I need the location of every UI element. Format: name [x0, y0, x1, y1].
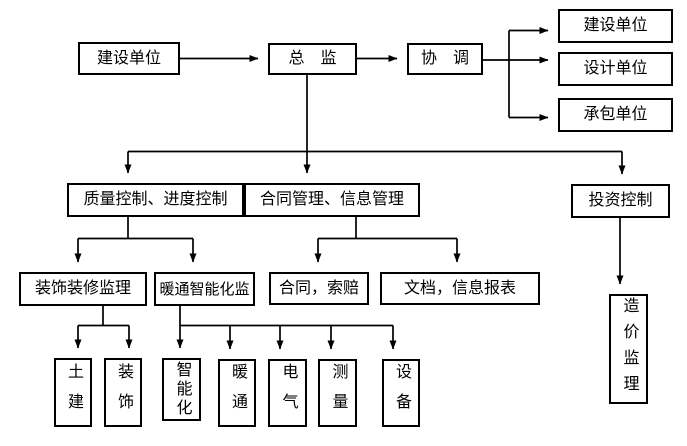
node-equipment: 设备 — [382, 359, 420, 427]
node-cost-supervision: 造价监理 — [609, 294, 648, 404]
node-chief-supervisor: 总 监 — [268, 43, 357, 75]
node-intelligent-systems: 智能化 — [162, 358, 201, 421]
node-civil-works: 土建 — [54, 358, 92, 427]
node-electrical: 电气 — [268, 359, 307, 427]
node-design-unit: 设计单位 — [558, 52, 673, 86]
node-investment-control: 投资控制 — [571, 184, 670, 218]
node-contract-info-mgmt: 合同管理、信息管理 — [244, 183, 420, 217]
node-coordination: 协 调 — [407, 43, 483, 75]
node-quality-progress-control: 质量控制、进度控制 — [67, 183, 244, 217]
node-owner-right: 建设单位 — [558, 9, 673, 43]
node-decoration-supervision: 装饰装修监理 — [19, 272, 147, 306]
node-docs-info-reports: 文档，信息报表 — [380, 272, 540, 305]
node-contract-claims: 合同，索赔 — [269, 272, 369, 305]
node-owner-top: 建设单位 — [78, 42, 180, 75]
node-hvac: 暖通 — [218, 359, 256, 427]
node-hvac-intelligent-supervision: 暖通智能化监 — [154, 272, 255, 306]
node-survey: 测量 — [318, 359, 357, 427]
node-decoration: 装饰 — [104, 358, 142, 427]
node-contractor-unit: 承包单位 — [558, 98, 673, 132]
